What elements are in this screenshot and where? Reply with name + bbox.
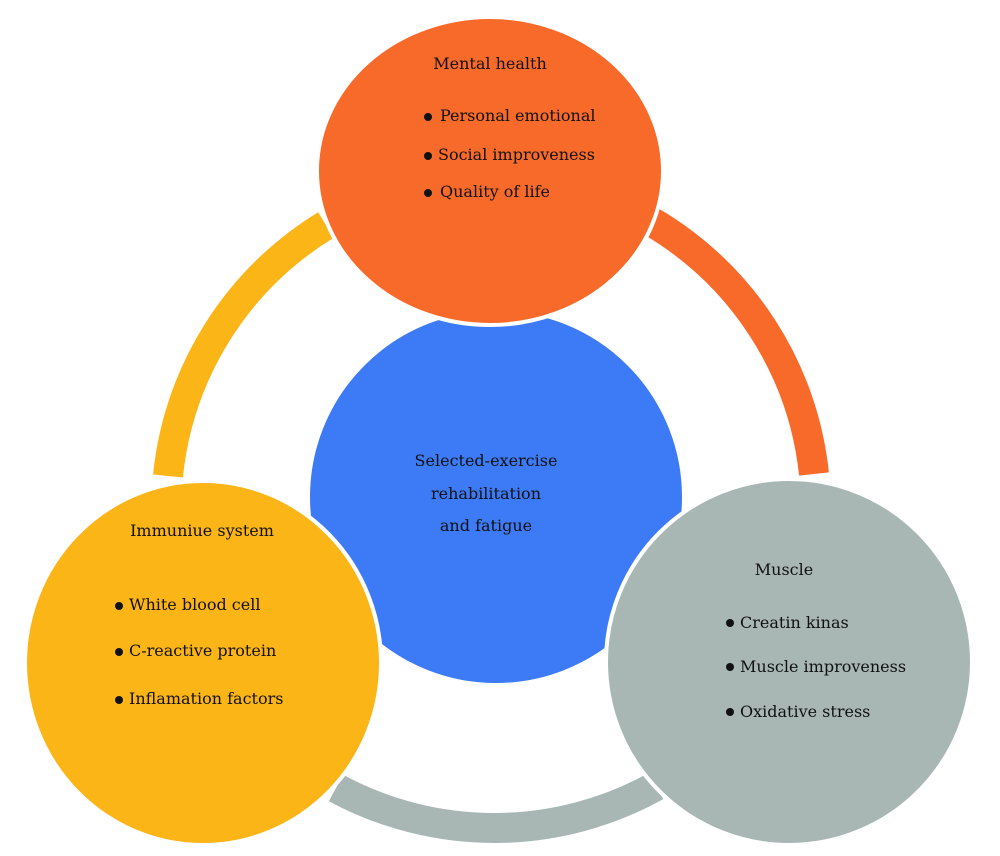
muscle-item-2: Muscle improveness: [740, 657, 906, 676]
arc-mental-to-muscle: [644, 209, 829, 476]
bullet-icon: [115, 648, 123, 656]
mental-health-title: Mental health: [433, 54, 547, 73]
bullet-icon: [726, 663, 734, 671]
node-muscle: Muscle Creatin kinas Muscle improveness …: [604, 477, 974, 847]
immune-system-item-3: Inflamation factors: [129, 689, 283, 708]
center-line-3: and fatigue: [440, 516, 532, 535]
immune-system-circle: [23, 479, 383, 847]
muscle-circle: [604, 477, 974, 847]
arc-immune-to-muscle: [328, 772, 664, 843]
mental-health-item-2: Social improveness: [438, 145, 595, 164]
bullet-icon: [115, 696, 123, 704]
muscle-title: Muscle: [755, 560, 813, 579]
bullet-icon: [115, 602, 123, 610]
center-line-1: Selected-exercise: [415, 451, 558, 470]
immune-system-title: Immuniue system: [130, 521, 274, 540]
bullet-icon: [424, 113, 432, 121]
arc-immune-to-mental: [153, 212, 334, 478]
center-line-2: rehabilitation: [431, 484, 541, 503]
bullet-icon: [424, 152, 432, 160]
mental-health-circle: [315, 15, 665, 327]
muscle-item-3: Oxidative stress: [740, 702, 870, 721]
bullet-icon: [726, 619, 734, 627]
bullet-icon: [726, 708, 734, 716]
immune-system-item-1: White blood cell: [129, 595, 260, 614]
mental-health-item-1: Personal emotional: [440, 106, 595, 125]
immune-system-item-2: C-reactive protein: [129, 641, 276, 660]
bullet-icon: [424, 189, 432, 197]
node-mental-health: Mental health Personal emotional Social …: [315, 15, 665, 327]
muscle-item-1: Creatin kinas: [740, 613, 849, 632]
mental-health-item-3: Quality of life: [440, 182, 550, 201]
node-immune-system: Immuniue system White blood cell C-react…: [23, 479, 383, 847]
